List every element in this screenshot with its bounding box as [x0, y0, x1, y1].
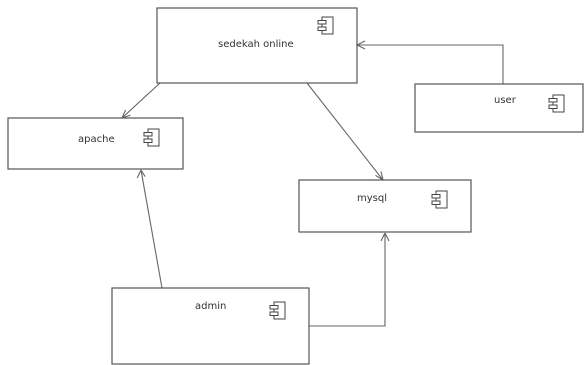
component-box: [111, 287, 310, 365]
connector-admin-apache-arrowhead: [136, 169, 146, 179]
connector-sedekah-mysql: [306, 82, 384, 181]
component-sedekah-online: sedekah online: [156, 7, 358, 84]
component-label: user: [494, 95, 517, 106]
connector-user-sedekah-arrowhead: [356, 40, 366, 50]
connector-admin-apache: [140, 169, 163, 289]
component-icon: [548, 94, 565, 113]
component-admin: admin: [111, 287, 310, 365]
component-icon: [143, 128, 160, 147]
component-box: [156, 7, 358, 84]
connector-admin-mysql-arrowhead: [380, 232, 390, 242]
component-user: user: [414, 83, 584, 133]
component-label: apache: [78, 134, 115, 145]
component-label: mysql: [357, 193, 387, 204]
component-label: admin: [195, 301, 226, 312]
component-label: sedekah online: [218, 39, 294, 50]
component-apache: apache: [7, 117, 184, 170]
component-icon: [317, 16, 334, 35]
connector-sedekah-apache: [121, 82, 161, 119]
component-icon: [269, 301, 286, 320]
connector-admin-mysql: [309, 233, 386, 327]
component-icon: [431, 190, 448, 209]
connector-user-sedekah: [357, 44, 504, 84]
connectors: [121, 40, 504, 327]
connector-sedekah-mysql-arrowhead: [375, 171, 384, 181]
component-mysql: mysql: [298, 179, 472, 233]
